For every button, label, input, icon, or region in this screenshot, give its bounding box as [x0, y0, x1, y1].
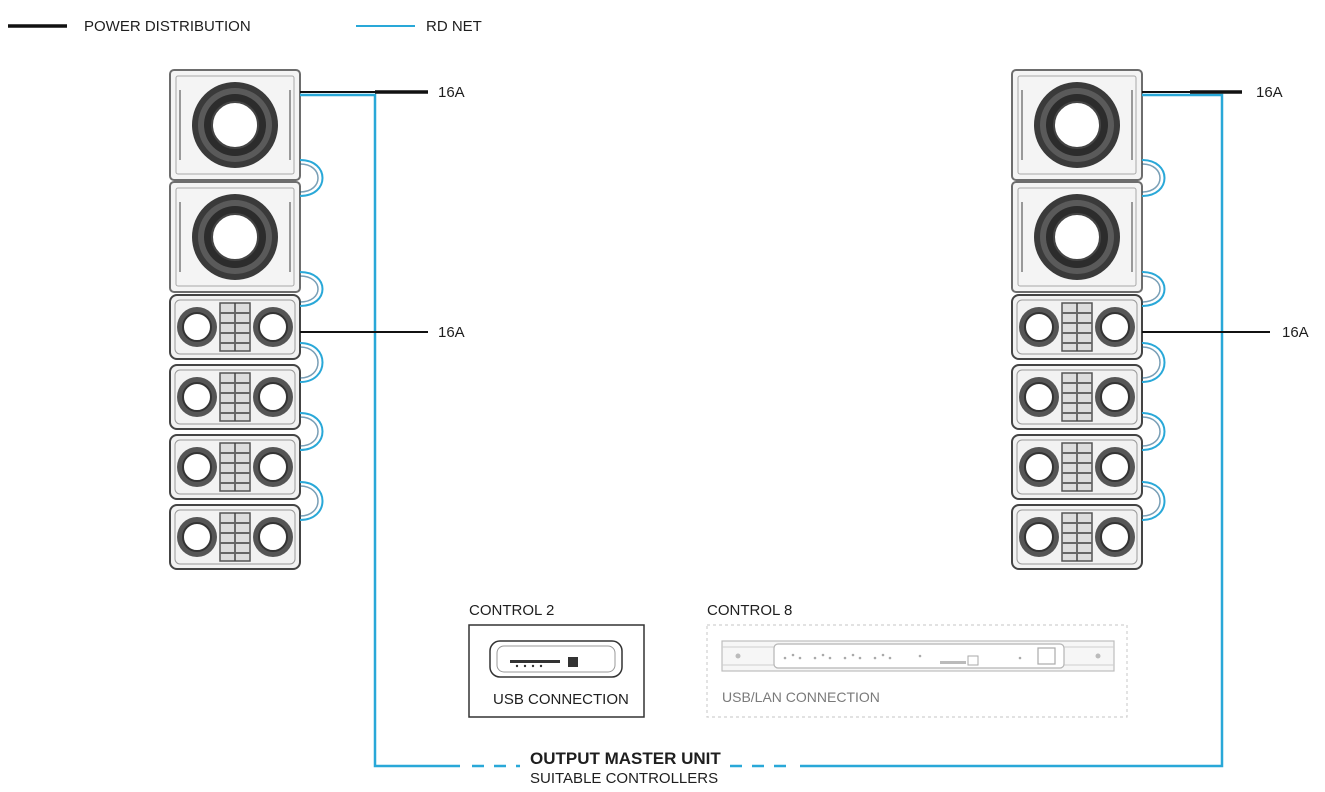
left-rdnet-line — [300, 93, 460, 768]
control8-title: CONTROL 8 — [707, 602, 792, 619]
right-rdnet-loops — [1141, 159, 1166, 521]
left-rdnet-loops — [299, 159, 324, 521]
subwoofer-icon — [1011, 181, 1143, 293]
power-label-left-top: 16A — [438, 84, 465, 101]
control2-connection-label: USB CONNECTION — [493, 691, 629, 708]
line-array-module-icon — [169, 294, 301, 360]
control8-connection-label: USB/LAN CONNECTION — [722, 689, 880, 705]
control2-title: CONTROL 2 — [469, 602, 554, 619]
legend-power-label: POWER DISTRIBUTION — [84, 18, 251, 35]
line-array-module-icon — [1011, 504, 1143, 570]
power-label-left-mid: 16A — [438, 324, 465, 341]
line-array-module-icon — [169, 434, 301, 500]
master-unit-title: OUTPUT MASTER UNIT — [530, 749, 721, 768]
subwoofer-icon — [169, 181, 301, 293]
left-speaker-stack — [169, 69, 301, 570]
subwoofer-icon — [169, 69, 301, 181]
subwoofer-icon — [1011, 69, 1143, 181]
right-rdnet-line — [800, 93, 1224, 768]
power-label-right-mid: 16A — [1282, 324, 1309, 341]
control2-box: USB CONNECTION — [468, 624, 645, 718]
rack-controller-icon — [721, 640, 1115, 672]
line-array-module-icon — [1011, 294, 1143, 360]
legend-rdnet-label: RD NET — [426, 18, 482, 35]
line-array-module-icon — [1011, 364, 1143, 430]
right-speaker-stack — [1011, 69, 1143, 570]
line-array-module-icon — [169, 504, 301, 570]
usb-controller-icon — [489, 640, 623, 678]
line-array-module-icon — [169, 364, 301, 430]
power-label-right-top: 16A — [1256, 84, 1283, 101]
line-array-module-icon — [1011, 434, 1143, 500]
master-unit-subtitle: SUITABLE CONTROLLERS — [530, 770, 718, 787]
control8-box: USB/LAN CONNECTION — [706, 624, 1128, 718]
